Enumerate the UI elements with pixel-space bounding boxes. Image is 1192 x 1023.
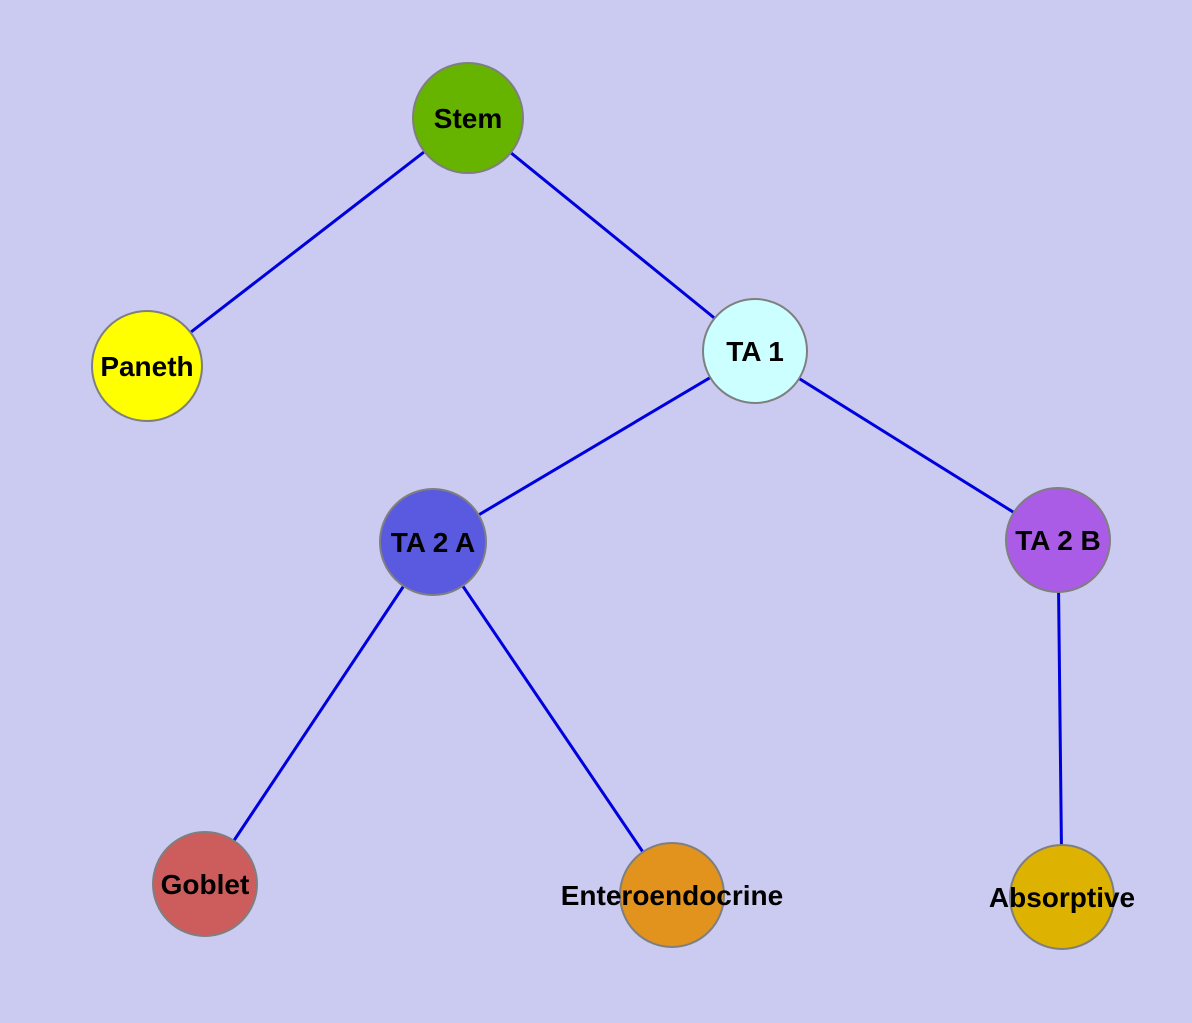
node-circle-ta1[interactable] (702, 298, 808, 404)
node-label-enteroendocrine: Enteroendocrine (561, 880, 783, 911)
edge-stem-paneth (146, 116, 469, 368)
node-label-absorptive: Absorptive (989, 882, 1135, 913)
node-stem[interactable]: Stem (412, 62, 524, 174)
node-label-ta2b: TA 2 B (1015, 525, 1101, 556)
node-circle-ta2a[interactable] (379, 488, 487, 596)
node-label-stem: Stem (434, 103, 502, 134)
node-circle-stem[interactable] (412, 62, 524, 174)
node-label-goblet: Goblet (161, 869, 250, 900)
node-ta2a[interactable]: TA 2 A (379, 488, 487, 596)
node-circle-goblet[interactable] (152, 831, 258, 937)
edge-ta1-ta2b (754, 349, 1059, 542)
node-enteroendocrine[interactable]: Enteroendocrine (561, 842, 783, 948)
edge-ta2a-enteroendocrine (431, 541, 674, 896)
edge-stem-ta1 (467, 116, 756, 353)
edge-ta2a-goblet (203, 541, 435, 885)
node-label-ta1: TA 1 (726, 336, 784, 367)
node-circle-absorptive[interactable] (1009, 844, 1115, 950)
node-label-paneth: Paneth (100, 351, 193, 382)
node-circle-paneth[interactable] (91, 310, 203, 422)
node-label-ta2a: TA 2 A (391, 527, 476, 558)
node-goblet[interactable]: Goblet (152, 831, 258, 937)
node-paneth[interactable]: Paneth (91, 310, 203, 422)
edge-ta1-ta2a (432, 349, 756, 544)
node-circle-enteroendocrine[interactable] (619, 842, 725, 948)
node-ta2b[interactable]: TA 2 B (1005, 487, 1111, 593)
node-ta1[interactable]: TA 1 (702, 298, 808, 404)
node-circle-ta2b[interactable] (1005, 487, 1111, 593)
edge-ta2b-absorptive (1056, 539, 1064, 898)
node-absorptive[interactable]: Absorptive (989, 844, 1135, 950)
